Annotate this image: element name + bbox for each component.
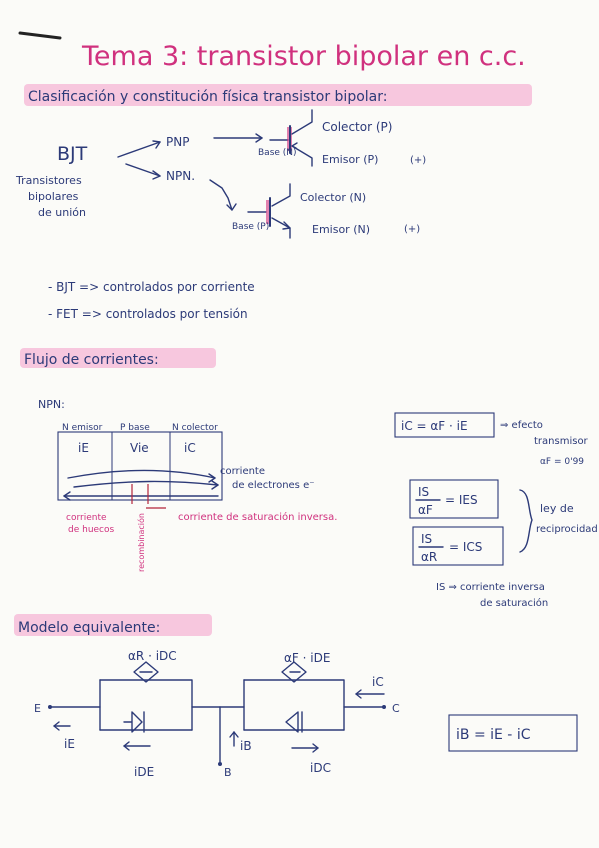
npn-junction-diagram <box>57 431 223 501</box>
label-idc: iDC <box>310 761 331 775</box>
pnp-colector: Colector (P) <box>322 120 392 134</box>
hole-label-1: corriente <box>66 513 107 523</box>
cell-ie: iE <box>78 441 89 455</box>
npn-flow-label: NPN: <box>38 398 65 411</box>
ic-eq-box <box>394 412 495 438</box>
section1-heading: Clasificación y constitución física tran… <box>28 89 387 105</box>
electron-arrow-2 <box>73 480 219 488</box>
reciprocidad-brace <box>519 489 533 553</box>
node-b: B <box>224 766 232 779</box>
pnp-transistor-symbol <box>269 109 313 167</box>
is-desc-2: de saturación <box>480 597 548 609</box>
section3-highlight <box>14 614 212 636</box>
col-emisor: N emisor <box>62 423 103 433</box>
pnp-plus: (+) <box>410 155 426 166</box>
efecto-1: ⇒ efecto <box>500 420 543 431</box>
node-c: C <box>392 702 400 715</box>
pnp-label: PNP <box>166 135 189 149</box>
corner-stroke <box>18 31 62 40</box>
npn-emisor: Emisor (N) <box>312 223 370 236</box>
col-colector: N colector <box>172 423 218 433</box>
is-desc-1: IS ⇒ corriente inversa <box>436 582 545 593</box>
label-ie: iE <box>64 737 75 751</box>
bjt-desc-2: bipolares <box>28 190 79 203</box>
ic-equation: iC = αF · iE <box>401 419 468 433</box>
electron-arrow-1 <box>67 469 216 479</box>
label-ide: iDE <box>134 765 154 779</box>
cell-vie: Vie <box>130 441 149 455</box>
bjt-desc-1: Transistores <box>15 174 82 187</box>
section2-heading: Flujo de corrientes: <box>24 352 159 368</box>
efecto-2: transmisor <box>534 436 589 447</box>
node-e: E <box>34 702 41 715</box>
alpha-r: αR · iDC <box>128 649 177 663</box>
eq2-rhs: = ICS <box>449 540 482 554</box>
eq1-den: αF <box>418 503 433 517</box>
electron-label-2: de electrones e⁻ <box>232 480 315 491</box>
npn-plus: (+) <box>404 224 420 235</box>
page-title: Tema 3: transistor bipolar en c.c. <box>81 41 526 72</box>
eq2-den: αR <box>421 550 437 564</box>
eq1-box <box>409 479 499 519</box>
eq1-num: IS <box>418 485 429 499</box>
arrow-npn <box>125 163 161 177</box>
sat-label: corriente de saturación inversa. <box>178 511 337 523</box>
npn-base: Base (P) <box>232 222 269 232</box>
efecto-3: αF = 0'99 <box>540 457 584 467</box>
npn-label: NPN. <box>166 169 195 183</box>
equivalent-circuit <box>48 661 386 766</box>
recomb-label: recombinación <box>136 513 146 572</box>
label-ic: iC <box>372 675 384 689</box>
note-fet: - FET => controlados por tensión <box>48 307 248 321</box>
eq2-box <box>412 526 504 566</box>
pnp-base: Base (N) <box>258 148 297 158</box>
eq2-num: IS <box>421 532 432 546</box>
electron-label-1: corriente <box>220 466 265 477</box>
ib-eq-box <box>448 714 578 752</box>
npn-colector: Colector (N) <box>300 191 366 204</box>
bjt-desc-3: de unión <box>38 206 86 219</box>
section1-highlight <box>24 84 532 106</box>
ley-2: reciprocidad <box>536 524 598 535</box>
ib-equation: iB = iE - iC <box>456 727 531 743</box>
label-ib: iB <box>240 739 252 753</box>
eq1-rhs: = IES <box>445 493 478 507</box>
bjt-label: BJT <box>57 143 88 165</box>
ley-1: ley de <box>540 502 574 515</box>
npn-transistor-symbol <box>247 183 291 239</box>
pnp-emisor: Emisor (P) <box>322 153 378 166</box>
col-base: P base <box>120 423 150 433</box>
cell-ic: iC <box>184 441 196 455</box>
hole-label-2: de huecos <box>68 525 115 535</box>
arrow-pnp <box>117 141 161 158</box>
section3-heading: Modelo equivalente: <box>18 620 160 636</box>
note-bjt: - BJT => controlados por corriente <box>48 280 255 294</box>
alpha-f: αF · iDE <box>284 651 330 665</box>
section2-highlight <box>20 348 216 368</box>
